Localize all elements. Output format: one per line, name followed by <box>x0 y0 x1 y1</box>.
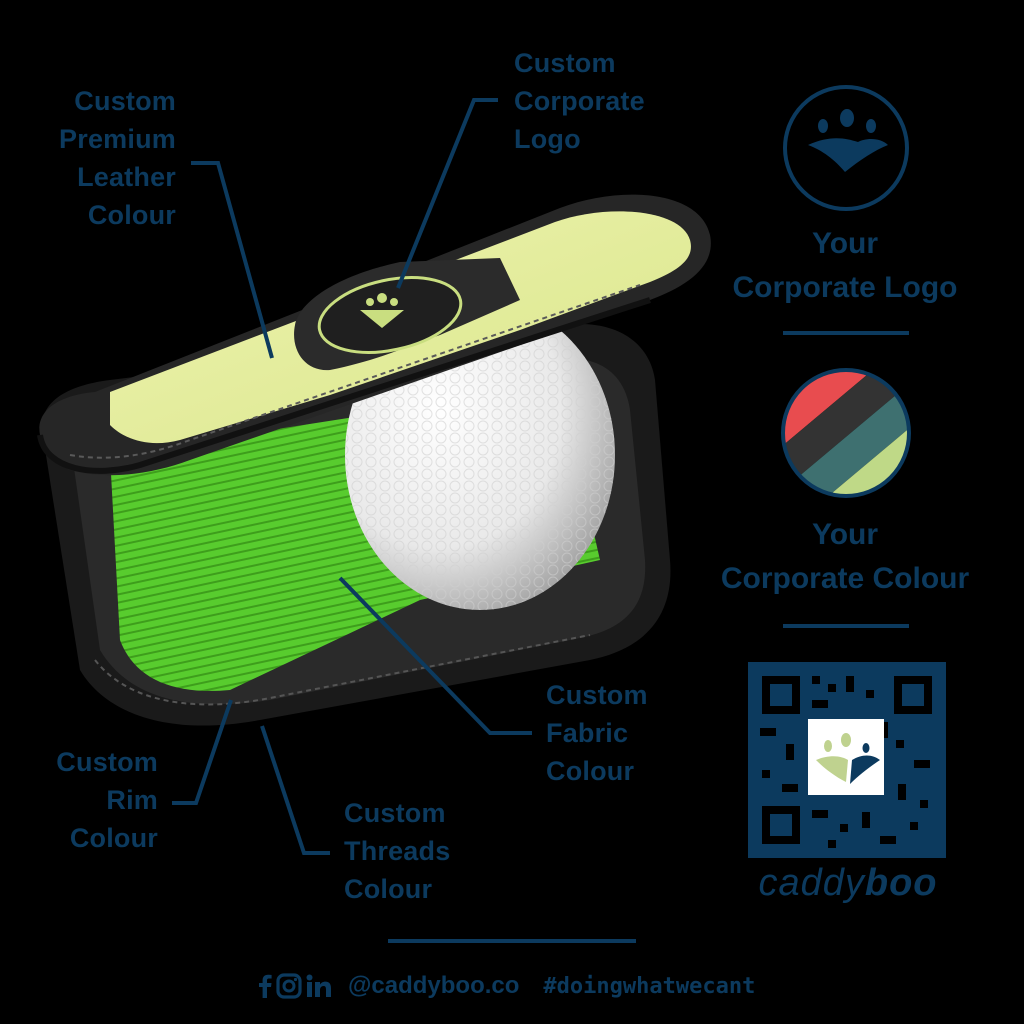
leader-threads <box>260 725 330 855</box>
qr-code[interactable] <box>748 662 946 858</box>
leader-rim <box>172 699 233 805</box>
caddyboo-wordmark: caddyboo <box>758 862 938 904</box>
leader-logo <box>396 98 498 289</box>
social-handle[interactable]: @caddyboo.co <box>348 972 520 999</box>
label-custom-rim: Custom Rim Colour <box>56 747 158 853</box>
leader-fabric <box>338 576 532 735</box>
your-corporate-logo-title: Your Corporate Logo <box>732 227 958 304</box>
label-custom-leather: Custom Premium Leather Colour <box>59 86 176 230</box>
label-custom-threads: Custom Threads Colour <box>344 798 451 904</box>
social-icons <box>258 973 332 999</box>
lid-logo-icon <box>360 293 404 328</box>
footer: @caddyboo.co #doingwhatwecant <box>258 966 778 1006</box>
facebook-icon[interactable] <box>258 974 272 998</box>
footer-separator <box>388 939 636 943</box>
separator-2 <box>783 624 909 628</box>
label-custom-logo: Custom Corporate Logo <box>514 48 645 154</box>
separator-1 <box>783 331 909 335</box>
leader-lines <box>172 98 532 855</box>
instagram-icon[interactable] <box>276 973 302 999</box>
pouch-lid <box>37 194 711 476</box>
label-custom-fabric: Custom Fabric Colour <box>546 680 648 786</box>
corporate-logo-circle <box>783 85 909 211</box>
your-corporate-colour-title: Your Corporate Colour <box>720 518 970 595</box>
people-logo-icon <box>808 109 888 172</box>
fabric-panel <box>110 410 420 691</box>
leader-leather <box>191 161 274 359</box>
linkedin-icon[interactable] <box>306 974 332 998</box>
hashtag: #doingwhatwecant <box>543 973 756 999</box>
caddyboo-logo-icon <box>816 733 880 784</box>
